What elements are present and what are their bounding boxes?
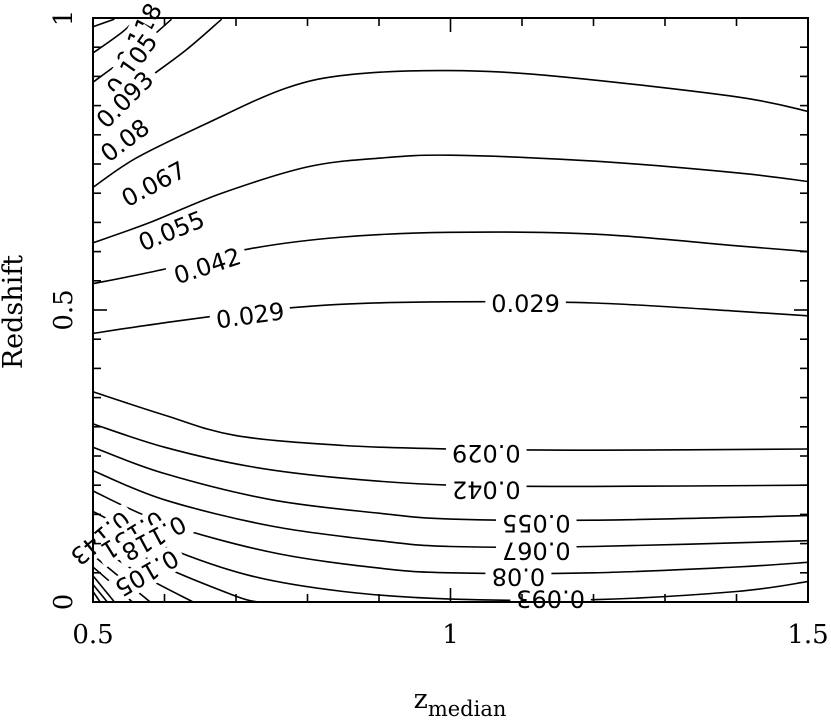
y-axis-title: Redshift xyxy=(0,255,29,369)
contour-label-11: 0.055 xyxy=(496,509,577,538)
contour-label-8: 0.029 xyxy=(485,290,566,318)
contour-label-text: 0.08 xyxy=(492,562,545,590)
x-axis-label: z xyxy=(414,684,428,715)
contour-lower-10 xyxy=(92,575,116,603)
contour-label-bg xyxy=(129,203,214,258)
contour-label-5: 0.055 xyxy=(129,203,214,258)
contour-lower-4 xyxy=(92,490,809,575)
contour-label-bg xyxy=(61,502,141,575)
x-tick-label-0: 0.5 xyxy=(72,620,113,650)
contour-label-bg xyxy=(510,586,591,613)
contour-lower-5 xyxy=(92,510,809,602)
contour-label-text: 0.029 xyxy=(491,290,560,318)
contour-upper-4 xyxy=(92,69,809,189)
contour-lower-3 xyxy=(92,469,809,549)
contour-label-6: 0.042 xyxy=(164,240,250,291)
contour-upper-0 xyxy=(92,18,115,28)
contour-label-bg xyxy=(485,290,566,317)
contour-label-text: 0.067 xyxy=(117,156,191,213)
contour-upper-5 xyxy=(92,154,809,244)
axis-ticks xyxy=(92,17,809,603)
contour-label-text: 0.042 xyxy=(452,475,521,503)
y-tick-label-1: 0.5 xyxy=(49,289,79,330)
contour-label-4: 0.067 xyxy=(111,153,195,214)
x-tick-label-2: 1.5 xyxy=(787,620,828,650)
contour-lines xyxy=(92,18,809,603)
contour-lower-2 xyxy=(92,446,809,522)
contour-label-bg xyxy=(97,23,166,105)
contour-label-bg xyxy=(111,153,195,214)
contour-label-bg xyxy=(446,477,527,504)
y-tick-label-0: 0 xyxy=(49,594,79,611)
contour-label-bg xyxy=(164,240,250,291)
contour-label-13: 0.08 xyxy=(485,562,552,591)
contour-upper-7 xyxy=(92,300,809,335)
contour-label-9: 0.029 xyxy=(446,439,527,468)
contour-label-text: 0.029 xyxy=(214,297,286,334)
x-tick-label-1: 1 xyxy=(442,620,459,650)
y-tick-label-2: 1 xyxy=(49,10,79,27)
contour-lower-11 xyxy=(92,583,108,603)
contour-label-bg xyxy=(105,542,189,606)
contour-label-10: 0.042 xyxy=(446,475,527,504)
contour-labels: 0.1180.1050.0930.080.0670.0550.0420.0290… xyxy=(61,0,591,613)
contour-label-12: 0.067 xyxy=(496,537,577,565)
contour-label-text: 0.093 xyxy=(516,585,585,613)
contour-label-bg xyxy=(496,511,577,538)
tick-labels: 0.5 1 1.5 0 0.5 1 xyxy=(49,10,829,650)
contour-label-14: 0.093 xyxy=(510,585,591,613)
contour-lower-12 xyxy=(92,591,101,603)
contour-label-bg xyxy=(112,508,196,570)
x-axis-label-subscript: median xyxy=(428,697,507,720)
contour-label-bg xyxy=(208,296,292,334)
contour-label-text: 0.055 xyxy=(502,509,571,537)
contour-label-bg xyxy=(485,564,552,591)
contour-label-bg xyxy=(496,538,577,565)
x-axis-title: zmedian xyxy=(414,684,507,720)
contour-label-bg xyxy=(446,441,527,468)
contour-label-text: 0.067 xyxy=(502,537,571,565)
plot-frame xyxy=(92,17,809,603)
contour-lower-0 xyxy=(92,391,809,452)
contour-label-text: 0.029 xyxy=(452,439,521,467)
contour-lower-1 xyxy=(92,423,809,488)
contour-label-text: 0.042 xyxy=(170,242,244,290)
contour-label-bg xyxy=(86,61,163,137)
contour-label-bg xyxy=(90,109,159,171)
contour-label-7: 0.029 xyxy=(208,296,292,334)
